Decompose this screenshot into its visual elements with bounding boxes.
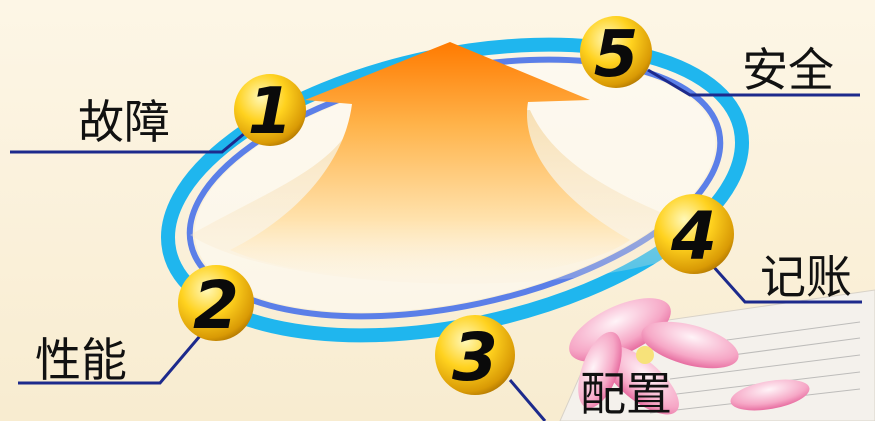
badge-5: 5: [580, 16, 652, 92]
corner-decoration: [559, 289, 875, 421]
label-2: 性能: [35, 333, 127, 387]
leader-line-2: [18, 329, 207, 385]
arrow-body: [230, 42, 630, 279]
upward-arrow-icon: [190, 42, 720, 284]
badge-1: 1: [234, 74, 306, 149]
label-3: 配置: [580, 367, 672, 421]
badge-number-1: 1: [248, 75, 293, 149]
label-5: 安全: [742, 43, 834, 97]
badge-number-5: 5: [594, 18, 639, 92]
leader-line-3: [508, 379, 547, 421]
label-1: 故障: [78, 95, 170, 149]
pink-flower-icon: [569, 298, 810, 415]
badge-3: 3: [435, 315, 515, 396]
leader-line-1: [10, 131, 246, 154]
badge-number-3: 3: [452, 319, 498, 396]
label-4: 记账: [760, 250, 852, 304]
leader-line-5: [647, 68, 860, 97]
badge-2: 2: [178, 265, 254, 344]
badge-4: 4: [654, 194, 734, 275]
leader-line-4: [710, 264, 862, 304]
badge-number-4: 4: [670, 198, 717, 275]
badge-number-2: 2: [193, 267, 239, 344]
